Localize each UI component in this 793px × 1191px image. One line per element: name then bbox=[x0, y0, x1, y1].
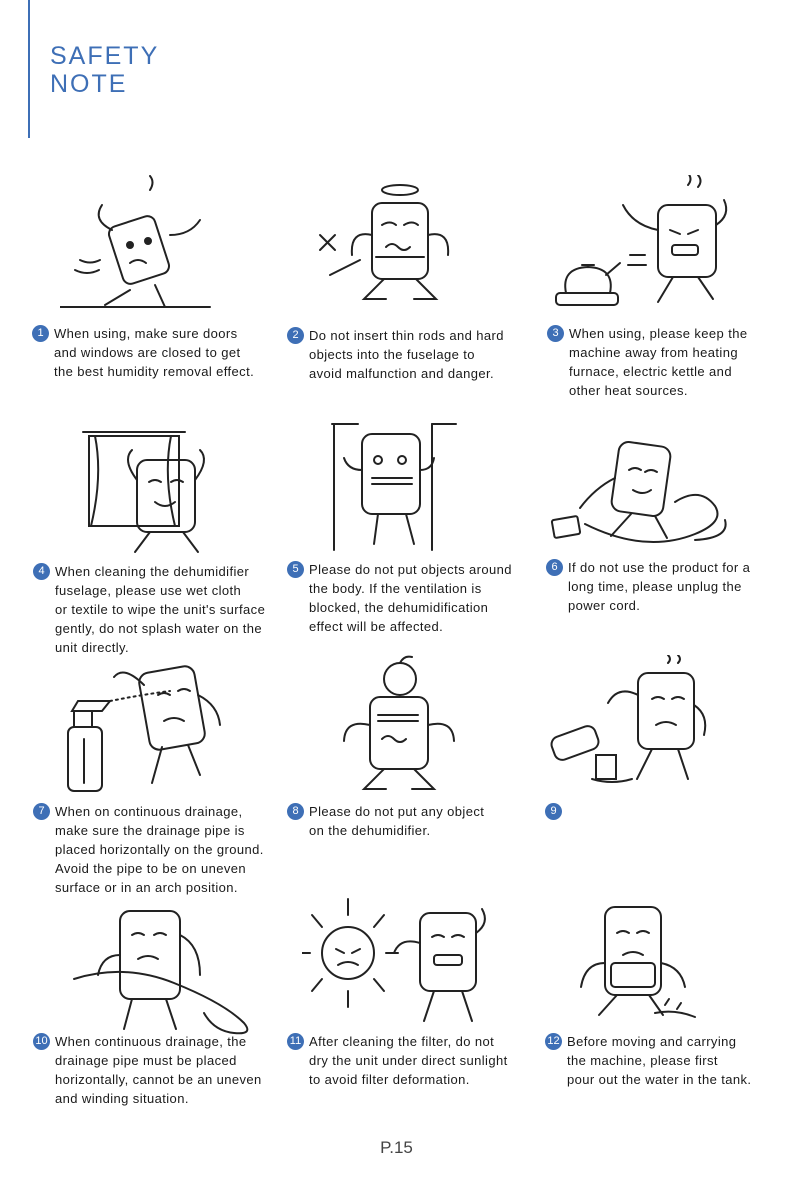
note-number-badge: 8 bbox=[287, 803, 304, 820]
page-number: P.15 bbox=[380, 1138, 413, 1157]
note-number-badge: 9 bbox=[545, 803, 562, 820]
page-title-line-2: NOTE bbox=[50, 70, 128, 98]
note-11: 11 After cleaning the filter, do not dry… bbox=[287, 1032, 532, 1089]
note-text: Before moving and carrying the machine, … bbox=[567, 1034, 752, 1087]
spray-bottle-illustration bbox=[62, 655, 262, 795]
note-text: If do not use the product for a long tim… bbox=[568, 560, 751, 613]
note-number-badge: 2 bbox=[287, 327, 304, 344]
note-8: 8 Please do not put any object on the de… bbox=[287, 802, 532, 840]
note-number-badge: 4 bbox=[33, 563, 50, 580]
heat-source-illustration bbox=[548, 172, 748, 315]
note-number-badge: 3 bbox=[547, 325, 564, 342]
note-text: Please do not put objects around the bod… bbox=[309, 562, 512, 634]
note-number-badge: 7 bbox=[33, 803, 50, 820]
note-number-badge: 11 bbox=[287, 1033, 304, 1050]
note-1: 1 When using, make sure doors and window… bbox=[32, 324, 277, 381]
note-text: When cleaning the dehumidifier fuselage,… bbox=[55, 564, 266, 655]
note-7: 7 When on continuous drainage, make sure… bbox=[33, 802, 295, 897]
note-text: When using, please keep the machine away… bbox=[569, 326, 748, 398]
no-rods-illustration bbox=[300, 175, 500, 315]
note-number-badge: 6 bbox=[546, 559, 563, 576]
note-2: 2 Do not insert thin rods and hard objec… bbox=[287, 326, 532, 383]
note-text: When continuous drainage, the drainage p… bbox=[55, 1034, 262, 1106]
note-3: 3 When using, please keep the machine aw… bbox=[547, 324, 792, 400]
dehumidifier-doors-illustration bbox=[59, 175, 260, 315]
heading-accent-rule bbox=[28, 0, 30, 138]
note-10: 10 When continuous drainage, the drainag… bbox=[33, 1032, 295, 1108]
note-4: 4 When cleaning the dehumidifier fuselag… bbox=[33, 562, 295, 657]
note-12: 12 Before moving and carrying the machin… bbox=[545, 1032, 790, 1089]
page-title: SAFETY NOTE bbox=[50, 42, 159, 98]
carry-tank-illustration bbox=[565, 893, 765, 1033]
wet-cloth-illustration bbox=[75, 420, 275, 560]
note-text: Please do not put any object on the dehu… bbox=[309, 804, 485, 838]
spilled-bottle-illustration bbox=[548, 654, 748, 795]
note-number-badge: 10 bbox=[33, 1033, 50, 1050]
note-number-badge: 1 bbox=[32, 325, 49, 342]
note-6: 6 If do not use the product for a long t… bbox=[546, 558, 791, 615]
object-on-top-illustration bbox=[302, 655, 502, 795]
note-text: When using, make sure doors and windows … bbox=[54, 326, 255, 379]
note-number-badge: 5 bbox=[287, 561, 304, 578]
drainage-pipe-illustration bbox=[62, 895, 262, 1035]
note-number-badge: 12 bbox=[545, 1033, 562, 1050]
page-title-line-1: SAFETY bbox=[50, 42, 160, 70]
sunlight-illustration bbox=[297, 893, 502, 1033]
note-5: 5 Please do not put objects around the b… bbox=[287, 560, 532, 636]
note-text: When on continuous drainage, make sure t… bbox=[55, 804, 264, 895]
ventilation-illustration bbox=[322, 420, 522, 560]
note-text: After cleaning the filter, do not dry th… bbox=[309, 1034, 508, 1087]
unplug-illustration bbox=[545, 430, 745, 570]
note-text: Do not insert thin rods and hard objects… bbox=[309, 328, 504, 381]
